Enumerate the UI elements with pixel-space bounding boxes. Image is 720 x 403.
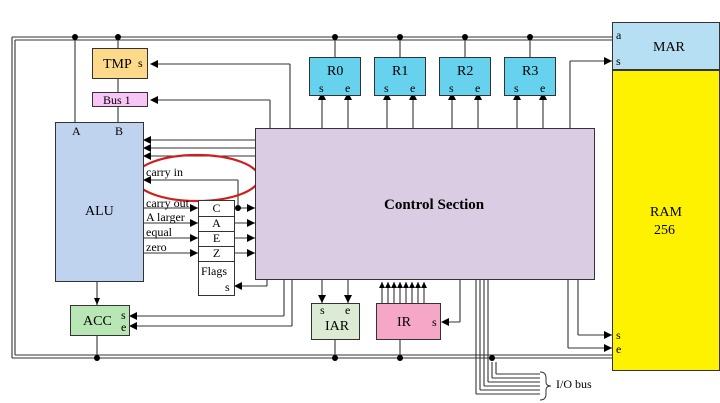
bus1-box: Bus 1 [92, 92, 148, 107]
r2-label: R2 [457, 64, 474, 79]
r3-e: e [540, 81, 546, 95]
ir-label: IR [397, 315, 411, 330]
acc-label: ACC [83, 314, 112, 329]
alu-input-a: A [72, 124, 81, 138]
r3-s: s [514, 81, 519, 95]
ram-s: s [616, 328, 621, 342]
ram-size: 256 [654, 223, 675, 238]
tmp-s: s [138, 56, 143, 70]
r2-register: R2 s e [439, 57, 491, 96]
r1-label: R1 [392, 64, 409, 79]
ram-label: RAM [650, 205, 682, 220]
bus1-label: Bus 1 [103, 93, 131, 107]
r2-e: e [475, 81, 481, 95]
flags-register: C A E Z Flags s [198, 200, 235, 296]
mar-label: MAR [653, 40, 685, 55]
io-bus-label: I/O bus [556, 377, 592, 391]
r0-register: R0 s e [309, 57, 361, 96]
alu-carry-in-label: carry in [146, 165, 183, 179]
iar-register: s e IAR [311, 303, 360, 340]
flags-label: Flags [201, 264, 228, 278]
alu-output-carry-out: carry out [146, 196, 189, 210]
control-section-label: Control Section [384, 197, 485, 213]
alu-input-b: B [115, 124, 124, 138]
mar-register: a s MAR [612, 22, 720, 70]
mar-s: s [616, 54, 621, 68]
r1-register: R1 s e [374, 57, 426, 96]
ir-s: s [432, 315, 437, 329]
r0-s: s [319, 81, 324, 95]
alu-output-equal: equal [146, 225, 172, 239]
r2-s: s [449, 81, 454, 95]
acc-s: s [121, 308, 126, 322]
mar-a: a [616, 28, 622, 42]
r3-register: R3 s e [504, 57, 556, 96]
io-brace [539, 371, 552, 401]
r1-e: e [410, 81, 416, 95]
alu-output-zero: zero [146, 240, 167, 254]
flag-e: E [199, 231, 234, 247]
iar-label: IAR [325, 319, 350, 334]
iar-s: s [320, 303, 325, 317]
flag-c: C [199, 201, 234, 217]
alu-label: ALU [85, 204, 114, 219]
tmp-label: TMP [103, 57, 132, 72]
flag-z: Z [199, 246, 234, 262]
ram-block: RAM 256 s e [612, 70, 720, 371]
r1-s: s [384, 81, 389, 95]
control-section: Control Section [255, 128, 595, 280]
bus-lines [11, 36, 612, 395]
iar-e: e [345, 303, 351, 317]
alu-output-a-larger: A larger [146, 210, 185, 224]
tmp-register: TMP s [92, 48, 148, 79]
ram-e: e [616, 342, 622, 356]
r0-label: R0 [327, 64, 344, 79]
acc-register: ACC s e [70, 305, 130, 336]
r3-label: R3 [522, 64, 539, 79]
r0-e: e [345, 81, 351, 95]
acc-e: e [121, 320, 127, 334]
flag-a: A [199, 216, 234, 232]
ir-register: IR s [376, 303, 441, 340]
alu-block: A B ALU [55, 122, 144, 282]
arrowheads [72, 34, 612, 361]
flags-s: s [225, 280, 230, 294]
